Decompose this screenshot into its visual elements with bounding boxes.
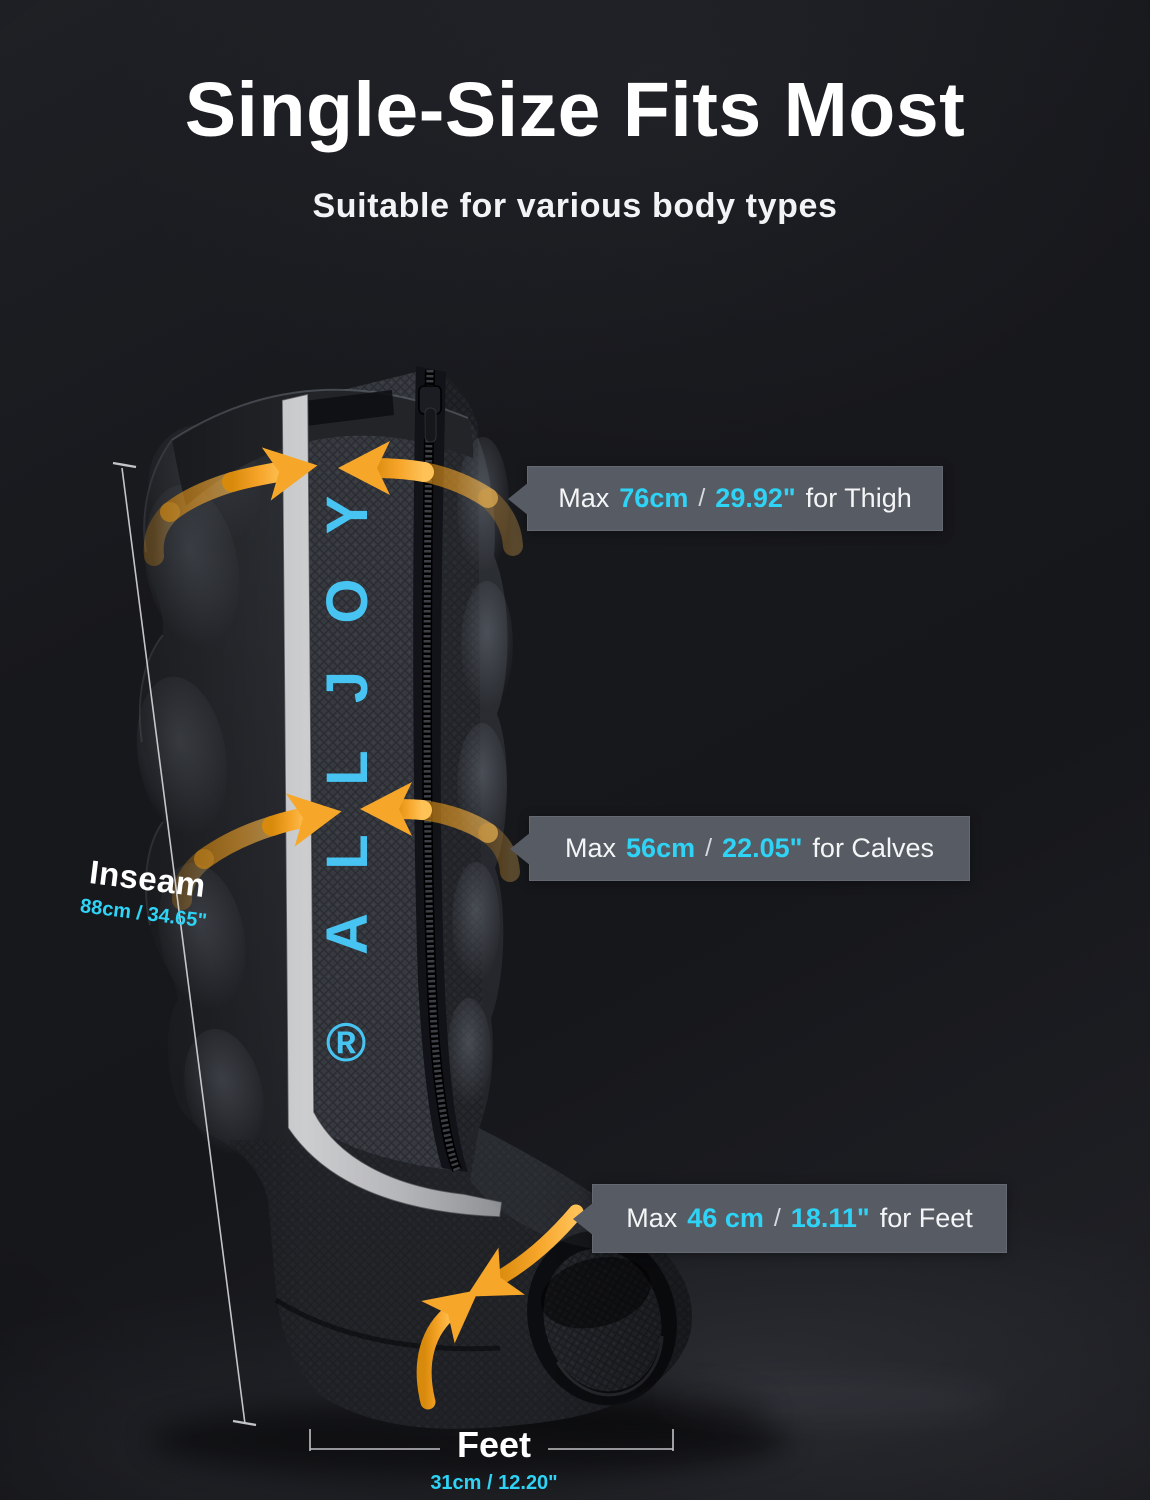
brand-letter: J [315, 671, 380, 703]
callout-feet-metric: 46 cm [687, 1203, 764, 1233]
calf-circumference-arrow [172, 782, 520, 910]
measurement-arrows [143, 441, 584, 1410]
header: Single-Size Fits Most Suitable for vario… [0, 0, 1150, 226]
callout-feet-imperial: 18.11" [790, 1203, 870, 1233]
callout-calves-imperial: 22.05" [722, 833, 803, 863]
callout-calves-divider: / [705, 834, 713, 862]
callout-feet-max: Max [626, 1203, 678, 1233]
brand-letter: O [315, 578, 380, 623]
page-subtitle: Suitable for various body types [312, 187, 838, 225]
callout-thigh-imperial: 29.92" [715, 483, 796, 513]
page-title: Single-Size Fits Most [184, 67, 966, 153]
callout-calves-max: Max [565, 833, 617, 863]
feet-label: Feet 31cm / 12.20" [388, 1424, 600, 1495]
thigh-circumference-arrow [143, 441, 523, 566]
feet-value: 31cm / 12.20" [430, 1472, 558, 1494]
registered-mark: ® [326, 1011, 367, 1073]
foot-arrow-upper [466, 1204, 584, 1297]
brand-letter: L [315, 750, 380, 785]
callout-feet: Max 46 cm / 18.11" for Feet [592, 1184, 1007, 1253]
callout-feet-divider: / [773, 1204, 781, 1232]
massager-boot: Y O J L L A ® [136, 366, 692, 1429]
feet-width-line [309, 1429, 674, 1451]
callout-thigh-for: for Thigh [805, 483, 912, 513]
brand-letter: A [315, 913, 380, 955]
inseam-line [112, 461, 257, 1427]
foot-arrow-lower [416, 1289, 479, 1410]
callout-calves-for: for Calves [812, 833, 934, 863]
boot-shading [139, 389, 692, 1429]
callout-thigh-metric: 76cm [619, 483, 689, 513]
callout-calves-metric: 56cm [626, 833, 696, 863]
foot-circumference-arrows [416, 1204, 584, 1410]
brand-letter: Y [315, 496, 380, 535]
callout-feet-for: for Feet [879, 1203, 973, 1233]
feet-title: Feet [456, 1424, 532, 1465]
callout-thigh: Max 76cm / 29.92" for Thigh [527, 466, 943, 531]
callout-thigh-max: Max [558, 483, 610, 513]
callout-thigh-divider: / [698, 484, 706, 512]
brand-vertical-text: Y O J L L A ® [315, 496, 380, 1073]
brand-letter: L [315, 834, 380, 869]
callout-calves: Max 56cm / 22.05" for Calves [529, 816, 970, 881]
dimension-lines [112, 461, 674, 1451]
